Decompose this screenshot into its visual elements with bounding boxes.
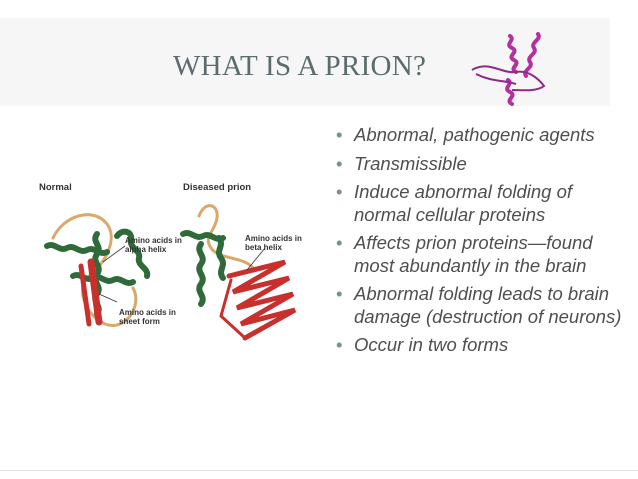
bullet-item: • Induce abnormal folding of normal cellu… xyxy=(336,181,626,226)
bullet-text: Transmissible xyxy=(354,152,467,174)
bullet-item: • Affects prion proteins—found most abund… xyxy=(336,232,626,277)
bullet-item: • Occur in two forms xyxy=(336,334,626,357)
normal-protein-illustration xyxy=(44,213,151,327)
prion-comparison-figure: Normal Diseased prion Amino acids in alp… xyxy=(33,176,309,372)
bullet-text: Abnormal, pathogenic agents xyxy=(354,124,595,145)
normal-label: Normal xyxy=(39,182,72,193)
bullet-dot: • xyxy=(336,334,343,355)
slide-title: WHAT IS A PRION? xyxy=(173,50,427,82)
diseased-prion-illustration xyxy=(180,204,297,341)
bullet-text: Induce abnormal folding of normal cellul… xyxy=(354,181,573,225)
bottom-rule xyxy=(0,470,638,471)
bullet-dot: • xyxy=(336,124,343,145)
bullet-text: Occur in two forms xyxy=(354,334,509,355)
bullet-text: Abnormal folding leads to brain damage (… xyxy=(354,283,622,327)
bullet-item: • Abnormal, pathogenic agents xyxy=(336,124,626,147)
bullet-item: • Abnormal folding leads to brain damage … xyxy=(336,283,626,328)
bullet-item: • Transmissible xyxy=(336,153,626,176)
bullet-dot: • xyxy=(336,181,343,202)
bullet-text: Affects prion proteins—found most abunda… xyxy=(354,232,593,276)
prion-structure-icon xyxy=(471,32,546,106)
sheet-form-note: Amino acids in sheet form xyxy=(119,308,176,326)
alpha-helix-note: Amino acids in alpha helix xyxy=(125,236,182,254)
bullet-dot: • xyxy=(336,152,343,174)
bullet-list: • Abnormal, pathogenic agents • Transmissi… xyxy=(336,124,626,363)
bullet-dot: • xyxy=(336,283,343,304)
diseased-label: Diseased prion xyxy=(183,182,252,193)
bullet-dot: • xyxy=(336,232,343,253)
beta-helix-note: Amino acids in beta helix xyxy=(245,234,302,252)
protein-illustration xyxy=(44,204,297,341)
